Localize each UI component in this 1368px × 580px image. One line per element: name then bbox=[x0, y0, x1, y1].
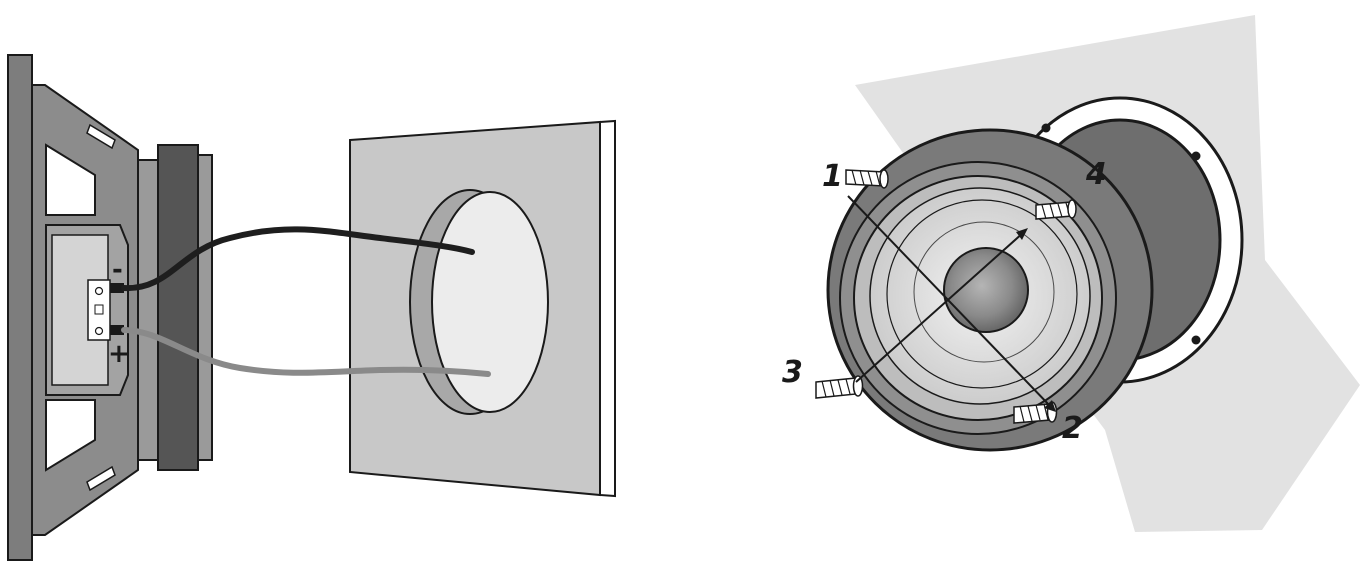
polarity-positive-label: + bbox=[108, 339, 130, 369]
screw-label-3: 3 bbox=[782, 355, 804, 390]
screw-label-4: 4 bbox=[1085, 157, 1108, 192]
positive-wire bbox=[121, 327, 491, 377]
screw-1-icon bbox=[845, 169, 889, 189]
speaker-magnet bbox=[137, 144, 213, 471]
screw-3-icon bbox=[815, 375, 864, 399]
polarity-negative-label: - bbox=[112, 255, 123, 285]
negative-wire bbox=[121, 226, 475, 292]
screw-label-1: 1 bbox=[822, 159, 844, 194]
speaker-frame-side bbox=[7, 54, 139, 561]
mounting-panel bbox=[349, 119, 616, 498]
screw-4-icon bbox=[1035, 199, 1077, 220]
speaker-terminal-block bbox=[87, 279, 124, 341]
arrow-3-to-4 bbox=[855, 231, 1025, 383]
screw-label-2: 2 bbox=[1062, 411, 1084, 446]
speaker-front bbox=[826, 128, 1154, 452]
arrow-1-to-2 bbox=[847, 195, 1053, 409]
mounting-diagram: 1 2 3 4 bbox=[782, 15, 1360, 532]
wiring-diagram: - + bbox=[7, 54, 616, 561]
